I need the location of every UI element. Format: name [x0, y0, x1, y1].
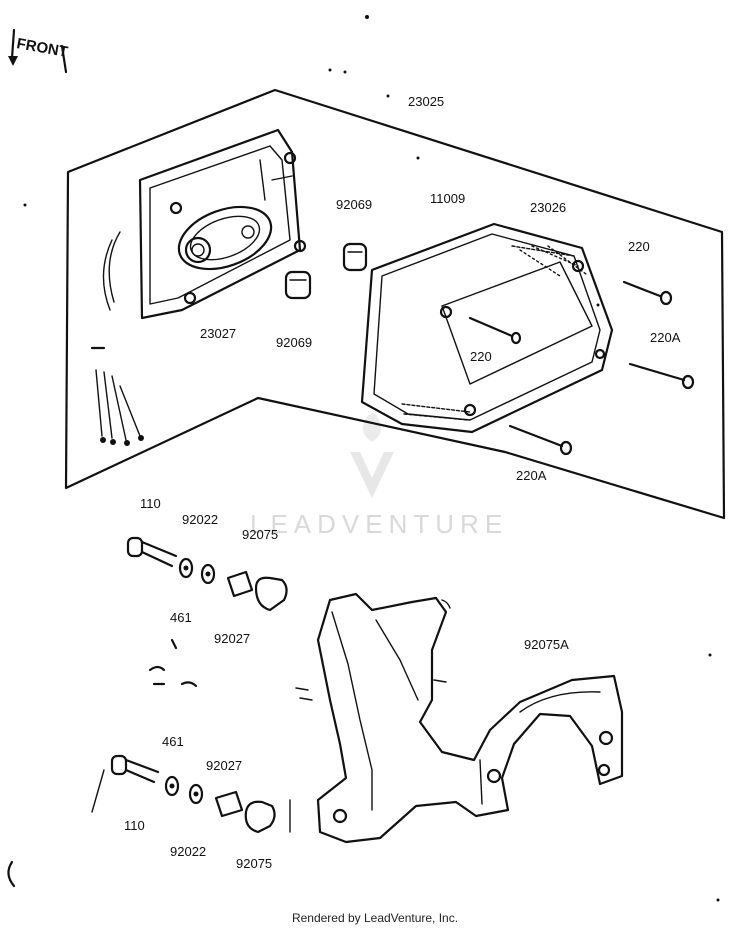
damper-lower [244, 799, 291, 834]
label-23026: 23026 [530, 200, 566, 215]
nut-small [148, 638, 198, 688]
washer-lower-a [164, 775, 180, 797]
label-92075-lower: 92075 [236, 856, 272, 871]
label-92027-upper: 92027 [214, 631, 250, 646]
screw-220-upper [622, 280, 673, 306]
washer-lower-b [188, 783, 204, 805]
screw-220A-right [628, 362, 695, 390]
wire-harness [90, 346, 144, 446]
label-92022-upper: 92022 [182, 512, 218, 527]
label-92022-lower: 92022 [170, 844, 206, 859]
label-220-inner: 220 [470, 349, 492, 364]
label-92069-lower: 92069 [276, 335, 312, 350]
assembly-outline [64, 88, 726, 520]
label-92075A: 92075A [524, 637, 569, 652]
collar-lower [214, 790, 244, 818]
label-110-upper: 110 [140, 496, 161, 511]
taillight-base [102, 128, 307, 320]
screw-220-inner [468, 316, 522, 345]
label-220A-right: 220A [650, 330, 681, 345]
screw-220A-lower [508, 424, 573, 456]
label-11009: 11009 [430, 191, 465, 206]
front-label: FRONT [15, 35, 69, 61]
watermark-text: LEADVENTURE [250, 509, 508, 539]
taillight-lens [360, 222, 614, 434]
bolt-lower [91, 754, 160, 813]
bolt-upper [126, 536, 178, 568]
label-220-upper: 220 [628, 239, 650, 254]
footer-credit: Rendered by LeadVenture, Inc. [292, 911, 458, 925]
label-461-upper: 461 [170, 610, 192, 625]
label-92027-lower: 92027 [206, 758, 242, 773]
bulb-lower [284, 270, 312, 300]
label-92075-upper: 92075 [242, 527, 278, 542]
washer-upper-a [178, 557, 194, 579]
damper-upper [254, 576, 288, 612]
edge-mark [7, 860, 16, 888]
label-23027: 23027 [200, 326, 236, 341]
watermark-logo [350, 413, 394, 498]
label-23025: 23025 [408, 94, 444, 109]
washer-upper-b [200, 563, 216, 585]
label-461-lower: 461 [162, 734, 184, 749]
label-110-lower: 110 [124, 818, 145, 833]
collar-upper [226, 570, 254, 598]
bulb-upper [342, 242, 368, 272]
front-direction-arrow: FRONT [8, 28, 69, 74]
label-92069-upper: 92069 [336, 197, 372, 212]
mounting-bracket [295, 592, 624, 844]
scan-specks [23, 15, 720, 902]
label-220A-lower: 220A [516, 468, 547, 483]
